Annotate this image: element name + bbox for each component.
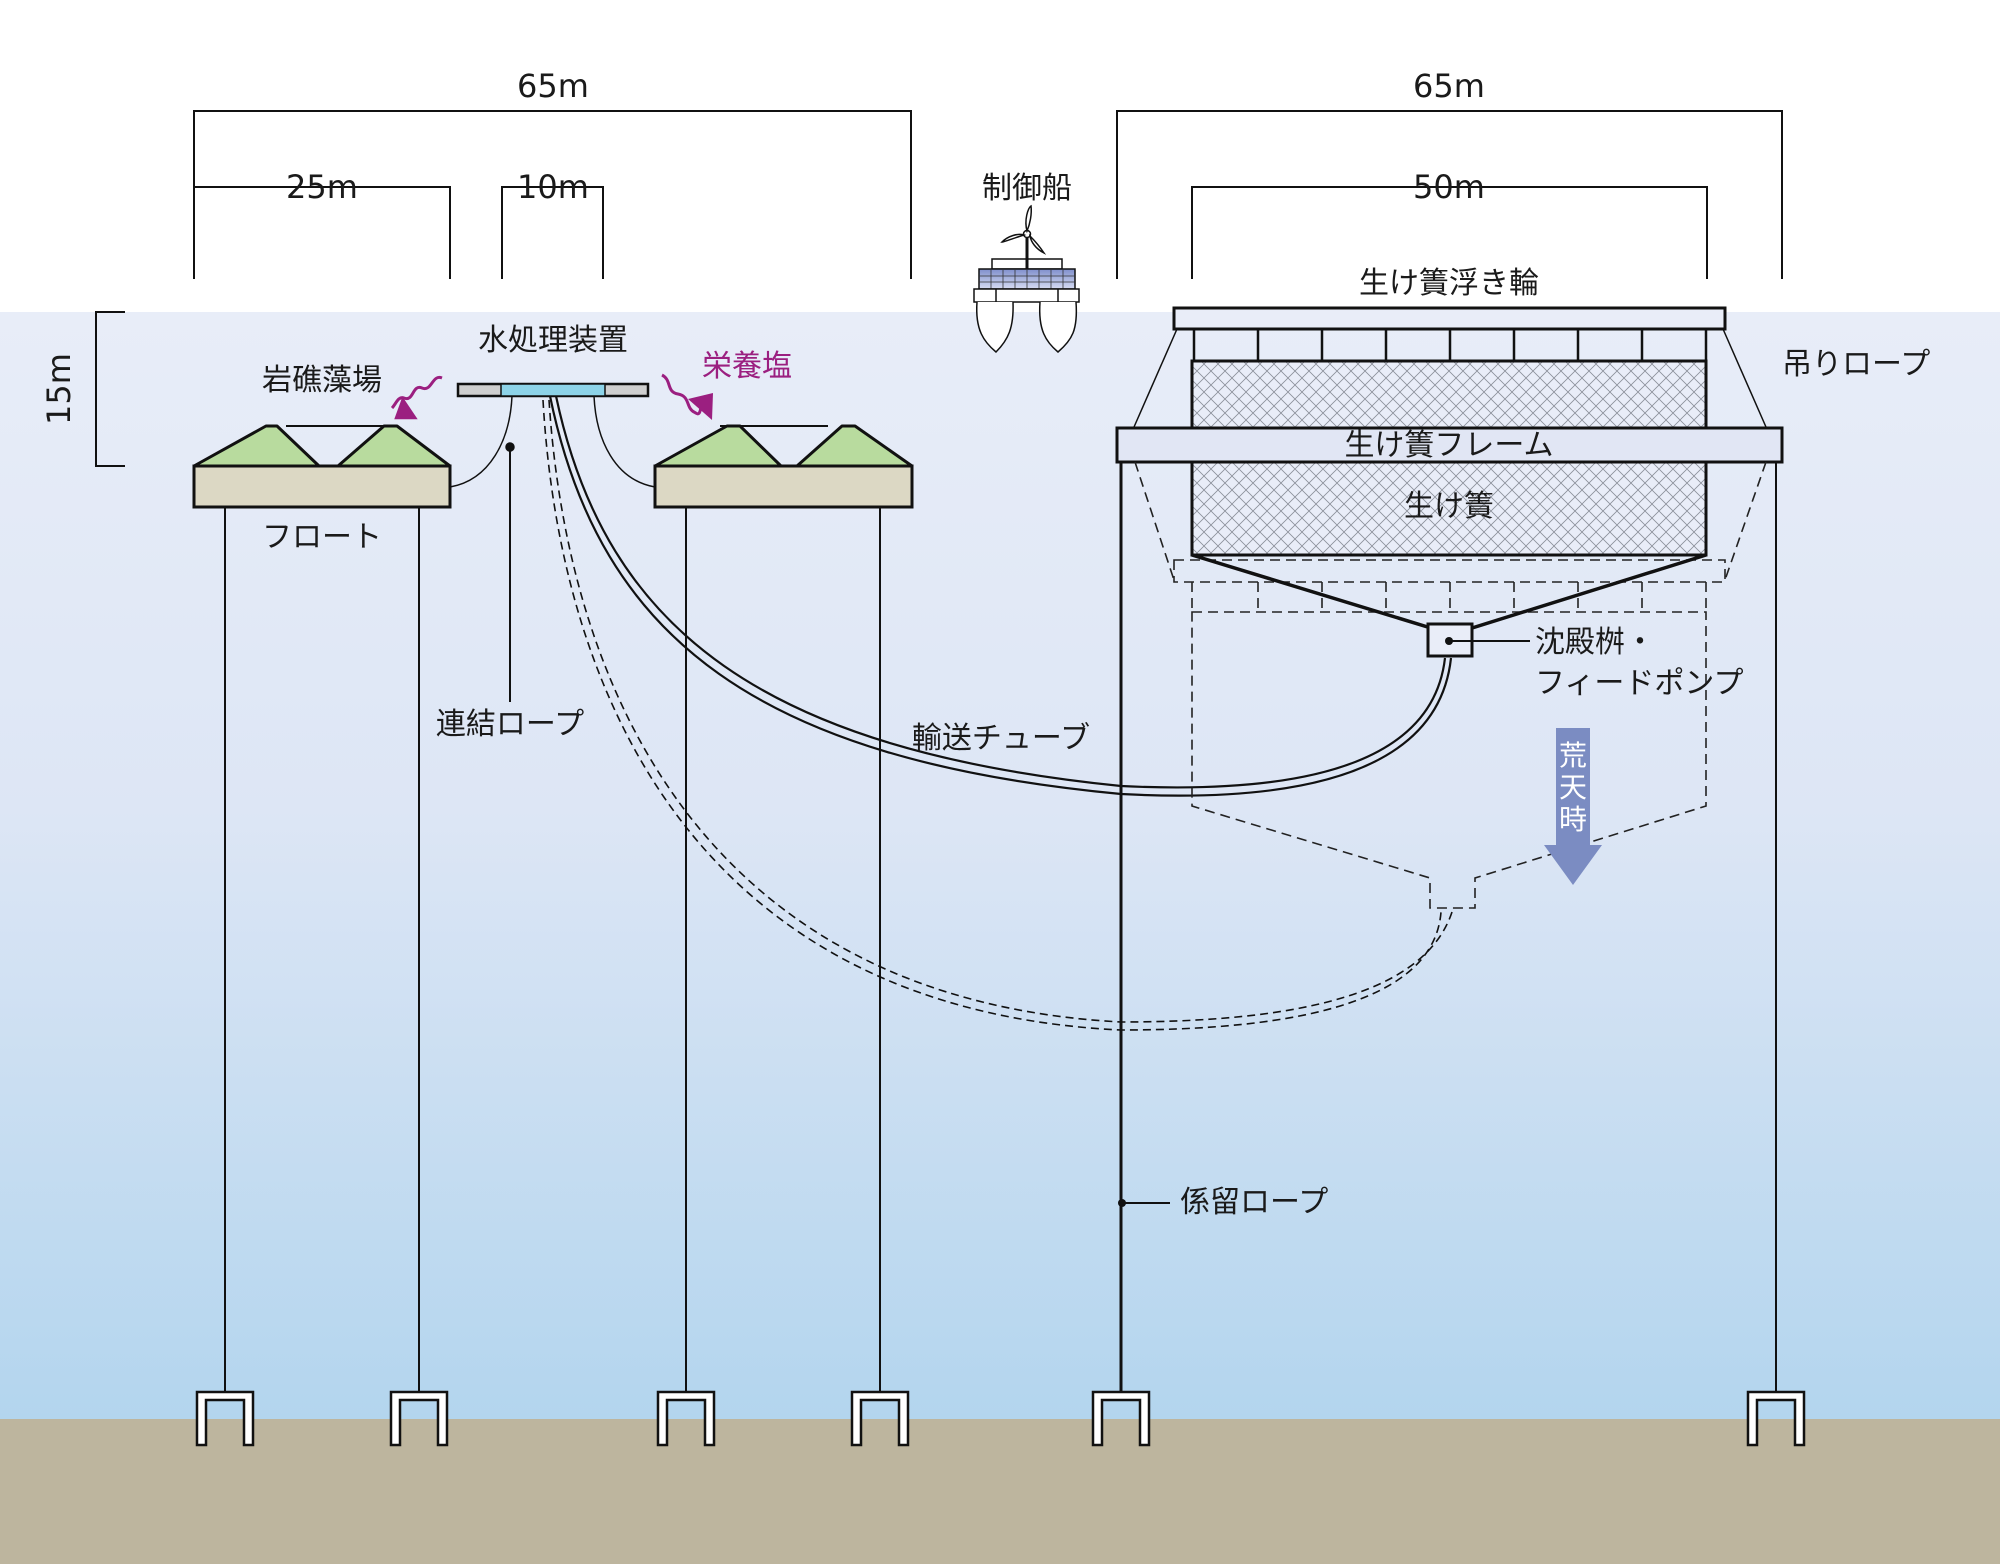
nutrient-arrow-left-icon [390, 375, 443, 420]
anchor-icon [1091, 1390, 1151, 1447]
cage-storm-position [1134, 461, 1767, 909]
fish-cage [1115, 306, 1784, 909]
cage-float-ring [1172, 306, 1727, 331]
transport-tube-storm-position [542, 399, 1453, 1031]
dim-label-left-total: 65m [517, 67, 589, 105]
anchor-icon [850, 1390, 910, 1447]
mooring-ropes [224, 462, 1777, 1392]
seaweed-float-left [192, 424, 452, 509]
label-connecting-rope: 連結ロープ [436, 707, 584, 742]
label-sediment-pit: 沈殿桝・ [1535, 625, 1655, 660]
label-nutrients: 栄養塩 [702, 349, 792, 384]
connecting-ropes [449, 395, 656, 702]
control-ship-icon [973, 204, 1080, 354]
anchor-icon [389, 1390, 449, 1447]
dim-label-left-float: 25m [286, 168, 358, 206]
dim-label-depth: 15m [40, 353, 78, 425]
label-cage-float-ring: 生け簀浮き輪 [1359, 266, 1539, 301]
dim-bracket-right-total [1116, 110, 1783, 279]
anchor-icon [656, 1390, 716, 1447]
label-water-treatment: 水処理装置 [478, 323, 628, 358]
svg-text:天: 天 [1559, 771, 1587, 804]
dim-label-left-gap: 10m [517, 168, 589, 206]
cage-frame [1115, 426, 1784, 464]
dim-label-right-cage: 50m [1413, 168, 1485, 206]
dimension-brackets [95, 110, 1783, 467]
water-treatment-device [456, 382, 650, 398]
anchor-icon [1746, 1390, 1806, 1447]
dim-bracket-left-gap [501, 186, 604, 279]
storm-arrow-icon: 荒 天 時 [1544, 728, 1602, 885]
label-rocky-seaweed-bed: 岩礁藻場 [262, 363, 382, 398]
label-float: フロート [262, 520, 382, 555]
label-hanging-rope: 吊りロープ [1782, 347, 1930, 382]
label-mooring-rope: 係留ロープ [1180, 1185, 1328, 1220]
seabed [0, 1419, 2000, 1564]
float-block [653, 464, 914, 509]
transport-tube [548, 395, 1453, 797]
label-transport-tube: 輸送チューブ [912, 721, 1090, 756]
label-feed-pump: フィードポンプ [1535, 666, 1744, 701]
dim-bracket-right-cage [1191, 186, 1708, 279]
label-cage: 生け簀 [1404, 489, 1494, 524]
anchors [195, 1390, 1806, 1447]
storm-label: 荒 [1559, 739, 1587, 772]
label-control-ship: 制御船 [982, 171, 1072, 206]
float-block [192, 464, 452, 509]
label-cage-frame: 生け簀フレーム [1344, 428, 1553, 463]
anchor-icon [195, 1390, 255, 1447]
nutrient-arrow-right-icon [661, 373, 713, 420]
svg-text:時: 時 [1559, 803, 1587, 836]
dim-bracket-depth [95, 311, 125, 467]
dim-bracket-left-float [193, 186, 451, 279]
dim-label-right-total: 65m [1413, 67, 1485, 105]
